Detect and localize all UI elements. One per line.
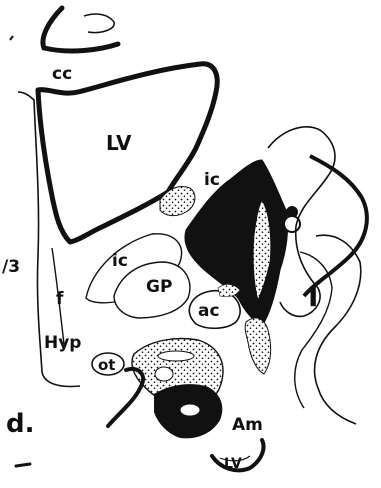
label-third-ventricle: /3 — [2, 257, 20, 277]
small-bottom-dash — [16, 464, 30, 466]
label-temporal-horn-lv: LV — [224, 456, 242, 472]
label-hypothalamus: Hyp — [44, 333, 81, 353]
insula-outer-thick-outline — [304, 156, 367, 296]
label-ic-upper: ic — [204, 170, 220, 190]
stippled-region-lower — [245, 318, 270, 374]
panel-letter: d. — [6, 409, 35, 439]
amygdala-white-pocket-3 — [180, 404, 200, 416]
label-ic-lower: ic — [112, 251, 128, 271]
amygdala-white-pocket-2 — [155, 367, 173, 381]
amygdala-white-pocket-1 — [158, 351, 194, 361]
top-arc-thin-outline — [84, 14, 114, 33]
label-insula: I — [308, 280, 318, 313]
label-amygdala: Am — [232, 415, 263, 435]
label-globus-pallidus: GP — [146, 277, 172, 297]
small-tick-mark — [10, 36, 13, 40]
label-optic-tract: ot — [98, 356, 115, 374]
top-arc-outline — [43, 8, 118, 51]
label-anterior-commissure: ac — [198, 301, 220, 321]
label-cc: cc — [52, 64, 72, 84]
label-lateral-ventricle: LV — [106, 131, 132, 155]
label-fornix: f — [56, 289, 64, 309]
